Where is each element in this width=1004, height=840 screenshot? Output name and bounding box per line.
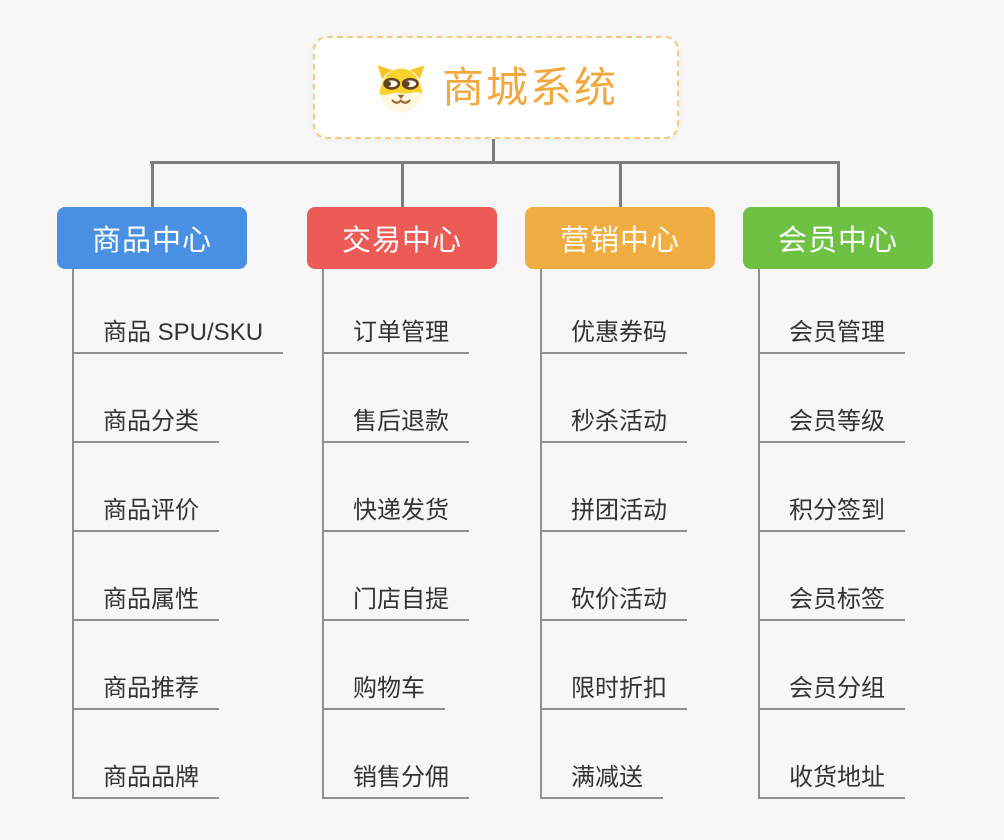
leaf-row: 会员管理 — [758, 265, 905, 354]
leaf-row: 购物车 — [322, 621, 445, 710]
leaf-node[interactable]: 优惠券码 — [540, 319, 687, 354]
leaf-node[interactable]: 拼团活动 — [540, 497, 687, 532]
branch-node-3[interactable]: 会员中心 — [743, 207, 933, 269]
leaf-row: 商品 SPU/SKU — [72, 265, 284, 354]
leaf-row: 快递发货 — [322, 443, 469, 532]
branch-node-0[interactable]: 商品中心 — [57, 207, 247, 269]
leaf-row: 拼团活动 — [540, 443, 687, 532]
leaf-node[interactable]: 砍价活动 — [540, 586, 687, 621]
leaf-node[interactable]: 商品 SPU/SKU — [72, 319, 284, 354]
leaf-node[interactable]: 快递发货 — [322, 497, 469, 532]
leaf-row: 商品品牌 — [72, 710, 219, 799]
leaf-node[interactable]: 商品品牌 — [72, 764, 219, 799]
leaf-row: 优惠券码 — [540, 265, 687, 354]
leaf-row: 砍价活动 — [540, 532, 687, 621]
leaf-node[interactable]: 会员管理 — [758, 319, 905, 354]
leaf-connector-line — [322, 269, 324, 799]
leaf-node[interactable]: 售后退款 — [322, 408, 469, 443]
leaf-row: 会员分组 — [758, 621, 905, 710]
leaf-connector-line — [72, 269, 74, 799]
leaf-row: 售后退款 — [322, 354, 469, 443]
leaf-row: 门店自提 — [322, 532, 469, 621]
leaf-row: 积分签到 — [758, 443, 905, 532]
leaf-node[interactable]: 商品评价 — [72, 497, 219, 532]
leaf-row: 销售分佣 — [322, 710, 469, 799]
leaf-row: 订单管理 — [322, 265, 469, 354]
leaf-row: 会员标签 — [758, 532, 905, 621]
connector-line — [401, 161, 404, 207]
leaf-node[interactable]: 秒杀活动 — [540, 408, 687, 443]
leaf-node[interactable]: 购物车 — [322, 675, 445, 710]
leaf-row: 收货地址 — [758, 710, 905, 799]
leaf-row: 商品评价 — [72, 443, 219, 532]
leaf-node[interactable]: 收货地址 — [758, 764, 905, 799]
connector-line — [492, 139, 495, 161]
leaf-node[interactable]: 商品分类 — [72, 408, 219, 443]
leaf-node[interactable]: 会员分组 — [758, 675, 905, 710]
leaf-node[interactable]: 会员标签 — [758, 586, 905, 621]
root-title: 商城系统 — [441, 63, 618, 111]
connector-line — [150, 161, 839, 164]
leaf-node[interactable]: 订单管理 — [322, 319, 469, 354]
leaf-row: 商品属性 — [72, 532, 219, 621]
connector-line — [151, 161, 154, 207]
leaf-row: 会员等级 — [758, 354, 905, 443]
leaf-node[interactable]: 商品属性 — [72, 586, 219, 621]
leaf-node[interactable]: 限时折扣 — [540, 675, 687, 710]
doge-icon — [377, 64, 425, 112]
leaf-row: 满减送 — [540, 710, 663, 799]
leaf-node[interactable]: 满减送 — [540, 764, 663, 799]
leaf-row: 秒杀活动 — [540, 354, 687, 443]
leaf-node[interactable]: 商品推荐 — [72, 675, 219, 710]
leaf-node[interactable]: 积分签到 — [758, 497, 905, 532]
root-node[interactable]: 商城系统 — [313, 36, 679, 139]
leaf-node[interactable]: 门店自提 — [322, 586, 469, 621]
connector-line — [837, 161, 840, 207]
leaf-node[interactable]: 会员等级 — [758, 408, 905, 443]
leaf-row: 商品推荐 — [72, 621, 219, 710]
leaf-connector-line — [540, 269, 542, 799]
leaf-node[interactable]: 销售分佣 — [322, 764, 469, 799]
connector-line — [619, 161, 622, 207]
branch-node-2[interactable]: 营销中心 — [525, 207, 715, 269]
branch-node-1[interactable]: 交易中心 — [307, 207, 497, 269]
leaf-row: 商品分类 — [72, 354, 219, 443]
leaf-row: 限时折扣 — [540, 621, 687, 710]
leaf-connector-line — [758, 269, 760, 799]
